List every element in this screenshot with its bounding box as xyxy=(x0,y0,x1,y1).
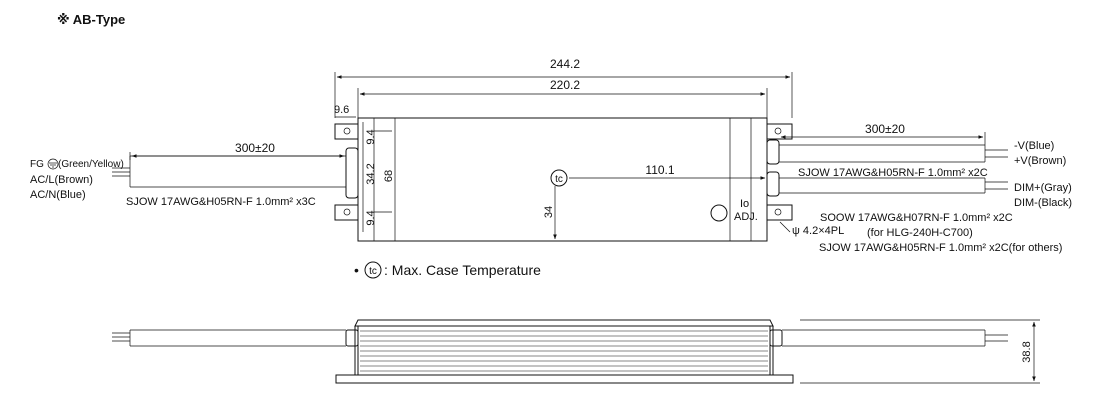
case-side-view xyxy=(112,319,1008,384)
ground-icon xyxy=(47,158,59,170)
half-width-label: 34 xyxy=(543,206,555,218)
height-label: 38.8 xyxy=(1021,341,1033,362)
end-offset-label: 9.6 xyxy=(334,104,349,116)
body-length-label: 220.2 xyxy=(550,78,580,92)
mount-offset-top-label: 9.4 xyxy=(365,129,377,144)
body-width-label: 68 xyxy=(383,170,395,182)
legend-bullet: • xyxy=(354,262,359,278)
case-top-view xyxy=(334,117,793,242)
end-offset-dimension: 9.6 xyxy=(334,104,356,118)
input-cable: 300±20 xyxy=(112,141,346,188)
legend-tc-symbol: tc xyxy=(369,266,377,277)
io-label: Io xyxy=(740,198,749,210)
io-adjust: Io ADJ. xyxy=(710,198,758,223)
cable-right-length-label: 300±20 xyxy=(865,122,905,136)
overall-length-label: 244.2 xyxy=(550,57,580,71)
section-title: ※ AB-Type xyxy=(57,12,125,27)
acl-label: AC/L(Brown) xyxy=(30,174,93,186)
dim-minus-label: DIM-(Black) xyxy=(1014,197,1072,209)
hole-label: ψ 4.2×4PL xyxy=(792,225,844,237)
fg-color-label: (Green/Yellow) xyxy=(58,159,124,170)
dim-plus-label: DIM+(Gray) xyxy=(1014,182,1072,194)
output-cable-label: SJOW 17AWG&H05RN-F 1.0mm² x2C xyxy=(798,167,988,179)
vertical-dimensions: 9.4 34.2 68 9.4 34 xyxy=(362,122,557,240)
c700-label: (for HLG-240H-C700) xyxy=(867,227,973,239)
mount-spacing-label: 34.2 xyxy=(365,163,377,184)
sjow-others-label: SJOW 17AWG&H05RN-F 1.0mm² x2C(for others… xyxy=(819,242,1062,254)
mount-offset-bottom-label: 9.4 xyxy=(365,210,377,225)
legend-text: : Max. Case Temperature xyxy=(384,262,541,278)
cable-left-length-label: 300±20 xyxy=(235,141,275,155)
adj-label: ADJ. xyxy=(734,211,758,223)
input-cable-label: SJOW 17AWG&H05RN-F 1.0mm² x3C xyxy=(126,196,316,208)
tc-marker: tc 110.1 xyxy=(550,163,766,187)
fg-label: FG xyxy=(30,159,44,170)
v-minus-label: -V(Blue) xyxy=(1014,140,1054,152)
body-length-dimension: 220.2 xyxy=(357,78,768,118)
v-plus-label: +V(Brown) xyxy=(1014,155,1066,167)
tc-symbol: tc xyxy=(555,174,563,185)
overall-length-dimension: 244.2 xyxy=(334,57,793,118)
output-cables: 300±20 xyxy=(779,122,1008,194)
tc-legend: • tc : Max. Case Temperature xyxy=(354,261,541,279)
height-dimension: 38.8 xyxy=(800,319,1040,384)
acn-label: AC/N(Blue) xyxy=(30,189,86,201)
tc-position-label: 110.1 xyxy=(645,163,674,177)
soow-label: SOOW 17AWG&H07RN-F 1.0mm² x2C xyxy=(820,212,1013,224)
